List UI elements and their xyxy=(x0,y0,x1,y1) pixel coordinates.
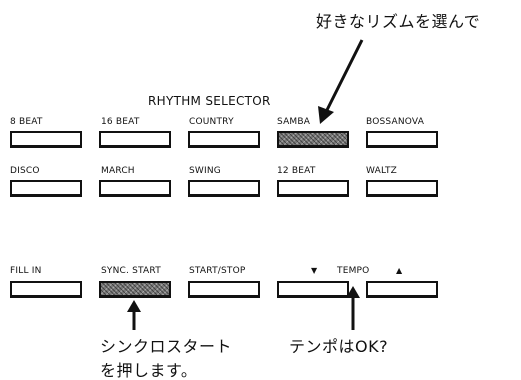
label-disco: DISCO xyxy=(10,166,40,176)
tempo-up-icon: ▲ xyxy=(396,266,403,275)
label-start-stop: START/STOP xyxy=(189,266,246,276)
label-8-beat: 8 BEAT xyxy=(10,117,43,127)
button-12-beat[interactable] xyxy=(277,180,349,197)
label-12-beat: 12 BEAT xyxy=(277,166,316,176)
button-waltz[interactable] xyxy=(366,180,438,197)
label-country: COUNTRY xyxy=(189,117,234,127)
button-samba-lit[interactable] xyxy=(277,131,349,148)
label-samba: SAMBA xyxy=(277,117,311,127)
label-16-beat: 16 BEAT xyxy=(101,117,140,127)
button-swing[interactable] xyxy=(188,180,260,197)
label-sync-start: SYNC. START xyxy=(101,266,161,276)
button-tempo-up[interactable] xyxy=(366,281,438,298)
arrowhead-sync-start-icon xyxy=(127,300,141,312)
callout-sync-start-line2: を押します。 xyxy=(100,361,198,380)
button-march[interactable] xyxy=(99,180,171,197)
button-country[interactable] xyxy=(188,131,260,148)
label-swing: SWING xyxy=(189,166,221,176)
button-16-beat[interactable] xyxy=(99,131,171,148)
callout-select-rhythm: 好きなリズムを選んで xyxy=(316,12,481,31)
label-tempo: TEMPO xyxy=(337,266,370,276)
button-8-beat[interactable] xyxy=(10,131,82,148)
rhythm-selector-title: RHYTHM SELECTOR xyxy=(148,94,271,108)
label-march: MARCH xyxy=(101,166,135,176)
button-bossanova[interactable] xyxy=(366,131,438,148)
button-disco[interactable] xyxy=(10,180,82,197)
button-sync-start-lit[interactable] xyxy=(99,281,171,298)
tempo-down-icon: ▼ xyxy=(311,266,318,275)
button-start-stop[interactable] xyxy=(188,281,260,298)
label-waltz: WALTZ xyxy=(366,166,398,176)
label-bossanova: BOSSANOVA xyxy=(366,117,425,127)
label-fill-in: FILL IN xyxy=(10,266,42,276)
button-tempo-down[interactable] xyxy=(277,281,349,298)
arrow-to-samba xyxy=(324,39,364,113)
callout-tempo-ok: テンポはOK? xyxy=(289,337,389,356)
button-fill-in[interactable] xyxy=(10,281,82,298)
callout-sync-start-line1: シンクロスタート xyxy=(100,337,233,356)
arrowhead-samba-icon xyxy=(318,106,334,124)
